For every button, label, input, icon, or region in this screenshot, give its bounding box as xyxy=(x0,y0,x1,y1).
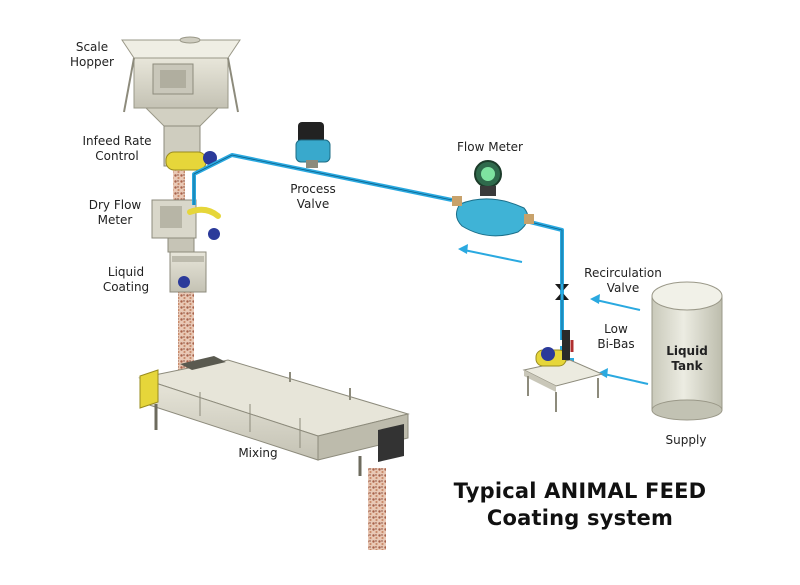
infeed-rate-control xyxy=(163,125,217,171)
mixer xyxy=(138,356,410,476)
low-bi-bas-pump xyxy=(522,330,604,412)
label-mixing: Mixing xyxy=(238,446,278,460)
feed-stream-output xyxy=(368,468,386,550)
flow-meter xyxy=(452,160,534,237)
pipe-outline xyxy=(193,154,563,340)
process-valve xyxy=(295,122,331,168)
label-supply: Supply xyxy=(665,433,707,447)
feed-stream-upper xyxy=(173,168,185,204)
dry-flow-meter xyxy=(151,199,221,253)
liquid-tank xyxy=(651,281,723,421)
flow-arrows xyxy=(458,244,649,385)
liquid-coating-unit xyxy=(169,251,207,293)
feed-stream-lower xyxy=(178,292,194,376)
scale-hopper xyxy=(121,36,241,127)
recirculation-valve xyxy=(555,284,569,300)
label-flow-meter: Flow Meter xyxy=(457,140,523,154)
diagram-title: Typical ANIMAL FEED Coating system xyxy=(453,479,707,530)
